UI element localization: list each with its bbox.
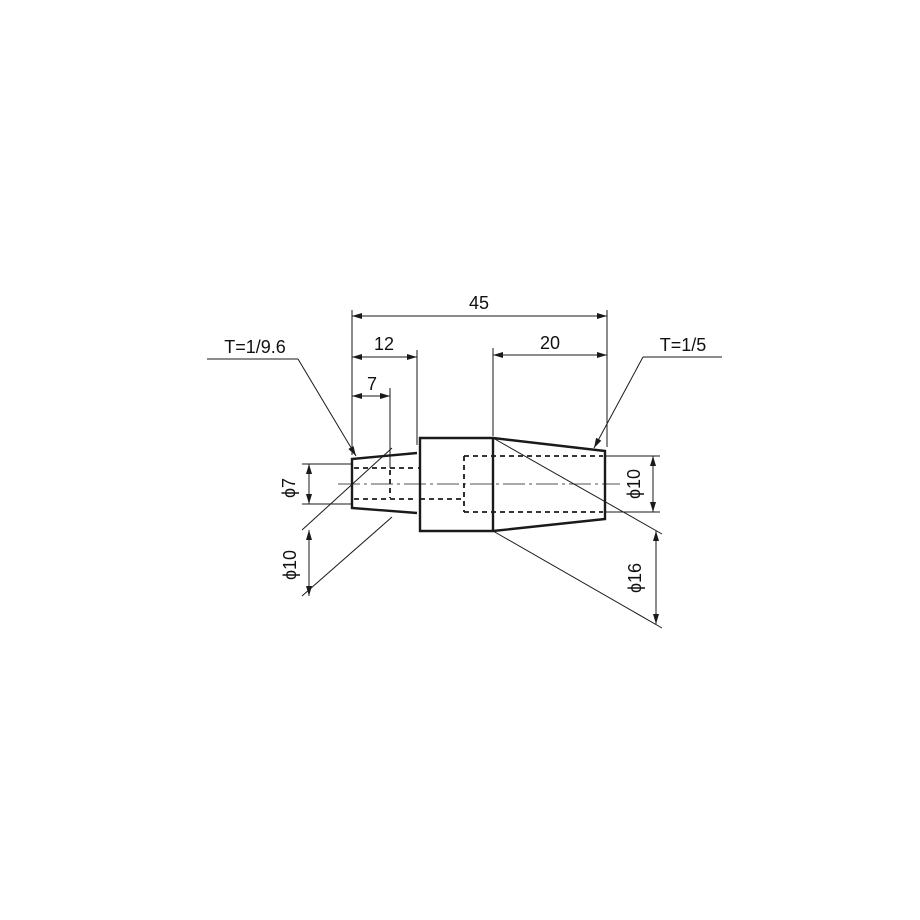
dim-overall-length: 45 xyxy=(351,293,608,455)
dim-right-taper-length: 20 xyxy=(492,333,607,436)
callout-right-taper: T=1/5 xyxy=(593,335,722,449)
dim-body-diameter: ϕ16 xyxy=(492,437,663,629)
dim-right-end-diameter: ϕ10 xyxy=(606,455,660,513)
bore-depth-label: 7 xyxy=(367,374,377,394)
step-length-label: 12 xyxy=(374,334,394,354)
left-taper-label: T=1/9.6 xyxy=(224,337,286,357)
dim-step-length: 12 xyxy=(352,334,418,445)
small-diameter-label: ϕ7 xyxy=(279,478,299,498)
body-diameter-label: ϕ16 xyxy=(625,563,645,593)
callout-left-taper: T=1/9.6 xyxy=(207,337,357,457)
right-end-diameter-label: ϕ10 xyxy=(624,469,644,499)
left-diameter-label: ϕ10 xyxy=(280,550,300,580)
dim-small-diameter: ϕ7 xyxy=(279,463,352,505)
right-taper-label: T=1/5 xyxy=(660,335,707,355)
overall-length-label: 45 xyxy=(469,293,489,313)
dim-bore-depth: 7 xyxy=(352,374,391,468)
dim-left-diameter: ϕ10 xyxy=(280,447,393,597)
right-taper-length-label: 20 xyxy=(540,333,560,353)
